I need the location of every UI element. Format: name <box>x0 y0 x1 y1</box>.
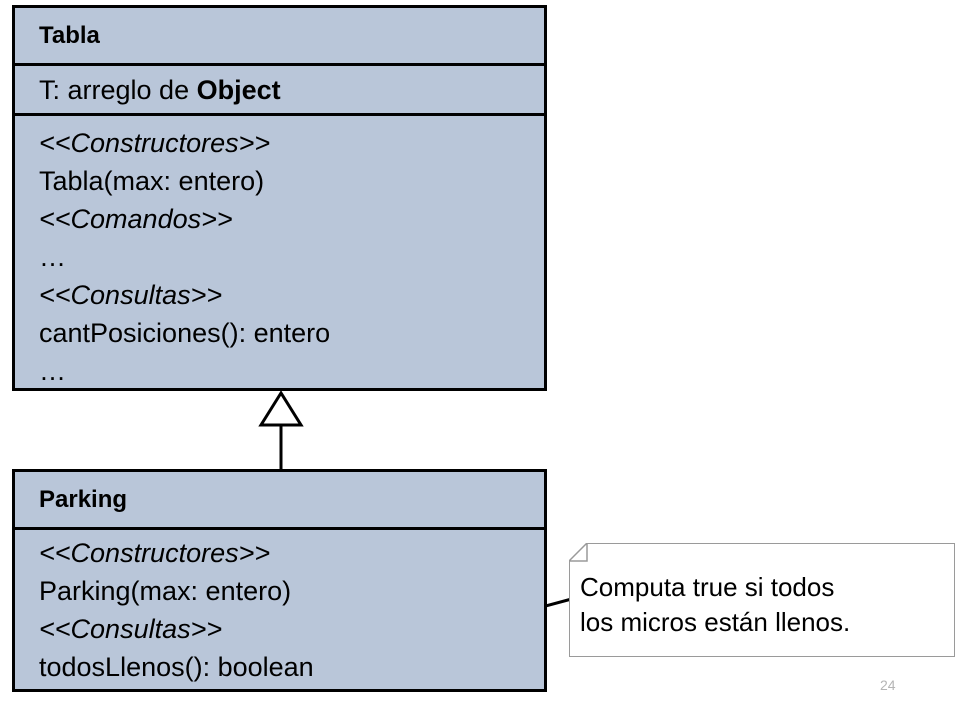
note-text: Computa true si todos los micros están l… <box>580 570 940 640</box>
note-line-1: Computa true si todos <box>580 572 835 602</box>
parking-class-name: Parking <box>39 485 128 513</box>
tabla-commands-ellipsis: … <box>39 242 66 272</box>
inheritance-triangle-icon <box>258 390 304 427</box>
inheritance-arrow <box>258 390 304 469</box>
tabla-attribute-type: Object <box>196 74 281 105</box>
tabla-operations-compartment: <<Constructores>> Tabla(max: entero) <<C… <box>15 116 544 390</box>
tabla-commands-stereotype: <<Comandos>> <box>39 204 233 234</box>
tabla-queries-stereotype: <<Consultas>> <box>39 280 223 310</box>
tabla-name-compartment: Tabla <box>15 8 544 66</box>
note-fold-icon <box>569 543 588 562</box>
uml-note <box>569 543 955 657</box>
tabla-constructor: Tabla(max: entero) <box>39 166 265 196</box>
page-number: 24 <box>880 677 896 693</box>
parking-constructor: Parking(max: entero) <box>39 576 292 606</box>
parking-operations-compartment: <<Constructores>> Parking(max: entero) <… <box>15 530 544 686</box>
tabla-query: cantPosiciones(): entero <box>39 318 331 348</box>
parking-class-box: Parking <<Constructores>> Parking(max: e… <box>12 469 547 692</box>
tabla-attribute: T: arreglo de Object <box>39 71 281 109</box>
parking-name-compartment: Parking <box>15 472 544 530</box>
parking-constructors-stereotype: <<Constructores>> <box>39 538 271 568</box>
tabla-attributes-compartment: T: arreglo de Object <box>15 66 544 116</box>
tabla-constructors-stereotype: <<Constructores>> <box>39 128 271 158</box>
parking-query: todosLlenos(): boolean <box>39 652 314 682</box>
note-line-2: los micros están llenos. <box>580 607 851 637</box>
parking-queries-stereotype: <<Consultas>> <box>39 614 223 644</box>
tabla-class-name: Tabla <box>39 21 100 49</box>
tabla-attribute-name: T: arreglo de <box>39 74 197 105</box>
tabla-queries-ellipsis: … <box>39 356 66 386</box>
tabla-class-box: Tabla T: arreglo de Object <<Constructor… <box>12 5 547 391</box>
